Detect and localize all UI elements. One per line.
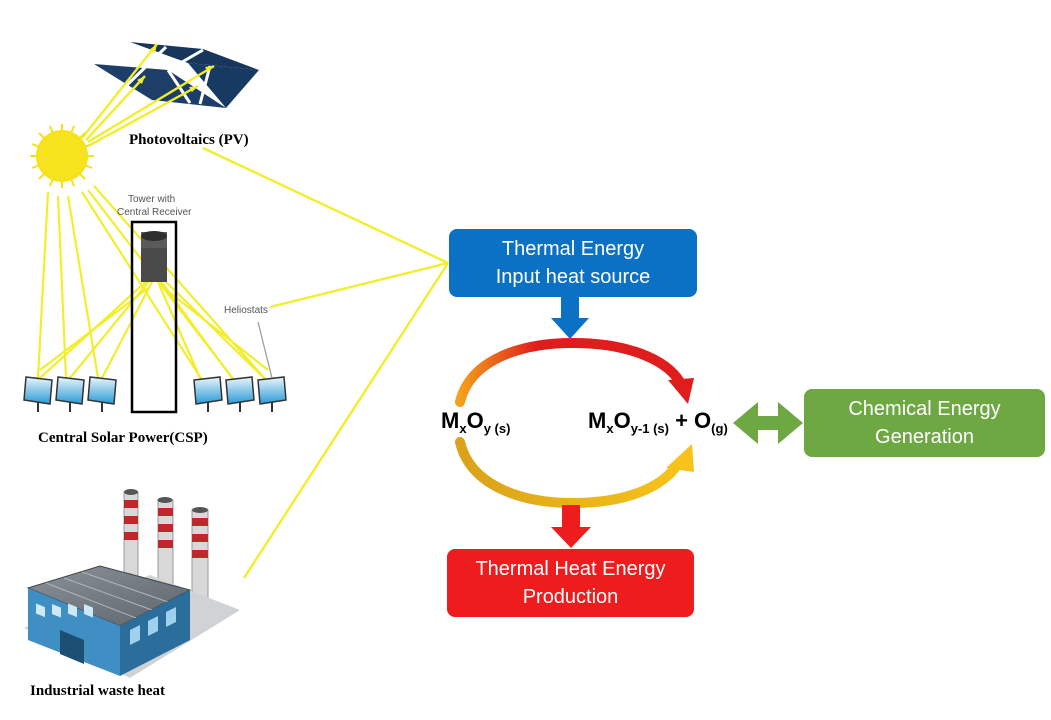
sun-icon xyxy=(30,124,94,188)
tower-label-line1: Tower with xyxy=(128,194,175,205)
heliostats-left xyxy=(23,376,117,412)
output-arrow-down xyxy=(551,505,591,548)
thermal-prod-line2: Production xyxy=(522,586,619,608)
heliostat-icon xyxy=(193,376,223,412)
reduced-oxide-formula: MxOy-1 (s) + O(g) xyxy=(588,408,728,436)
redox-cycle xyxy=(455,337,694,509)
formula-x: x xyxy=(459,421,467,436)
heliostats-pointer xyxy=(257,321,273,379)
chemical-line1: Chemical Energy xyxy=(848,398,1001,420)
thermal-energy-input-box: Thermal Energy Input heat source xyxy=(449,229,697,297)
formula-y: y (s) xyxy=(483,421,511,436)
heliostat-icon xyxy=(225,376,255,412)
cycle-bottom-arc xyxy=(455,437,683,509)
thermal-prod-line1: Thermal Heat Energy xyxy=(475,558,666,580)
formula-o: O xyxy=(466,408,484,433)
heliostats-label: Heliostats xyxy=(224,305,268,316)
factory-icon xyxy=(24,489,240,678)
heliostat-icon xyxy=(257,376,287,412)
rays-to-thermal-input xyxy=(202,146,450,579)
thermal-heat-production-box: Thermal Heat Energy Production xyxy=(447,549,694,617)
metal-oxide-formula: MxOy (s) xyxy=(441,408,510,436)
heliostat-icon xyxy=(55,376,85,412)
cycle-top-arrowhead xyxy=(668,378,694,404)
industrial-label: Industrial waste heat xyxy=(30,683,165,699)
chimney xyxy=(157,497,174,599)
chemical-line2: Generation xyxy=(875,426,974,448)
tower-icon xyxy=(130,220,178,414)
formula-plus-oxygen: + O xyxy=(668,408,712,433)
formula-m: M xyxy=(588,408,607,433)
formula-gas: (g) xyxy=(711,421,728,436)
chemical-energy-box: Chemical Energy Generation xyxy=(804,389,1045,457)
heliostats-right xyxy=(193,376,287,412)
chimney xyxy=(123,489,139,583)
formula-m: M xyxy=(441,408,460,433)
csp-label: Central Solar Power(CSP) xyxy=(38,430,208,446)
cycle-top-arc xyxy=(455,337,685,407)
heliostat-icon xyxy=(87,376,117,412)
chemical-double-arrow xyxy=(733,402,803,444)
formula-o: O xyxy=(613,408,631,433)
pv-ray-arrowheads xyxy=(137,44,214,92)
input-arrow-down xyxy=(551,297,589,339)
heliostat-icon xyxy=(23,376,53,412)
tower-label-line2: Central Receiver xyxy=(117,207,192,218)
pv-label: Photovoltaics (PV) xyxy=(129,132,249,148)
thermal-input-line1: Thermal Energy xyxy=(501,238,645,260)
reflected-rays xyxy=(39,277,269,379)
sun-rays-to-pv xyxy=(81,43,215,147)
cycle-bottom-arrowhead xyxy=(666,444,694,472)
formula-y: y-1 (s) xyxy=(630,421,669,436)
thermal-input-line2: Input heat source xyxy=(495,266,651,288)
solar-panel-icon xyxy=(94,42,259,108)
formula-x: x xyxy=(606,421,614,436)
